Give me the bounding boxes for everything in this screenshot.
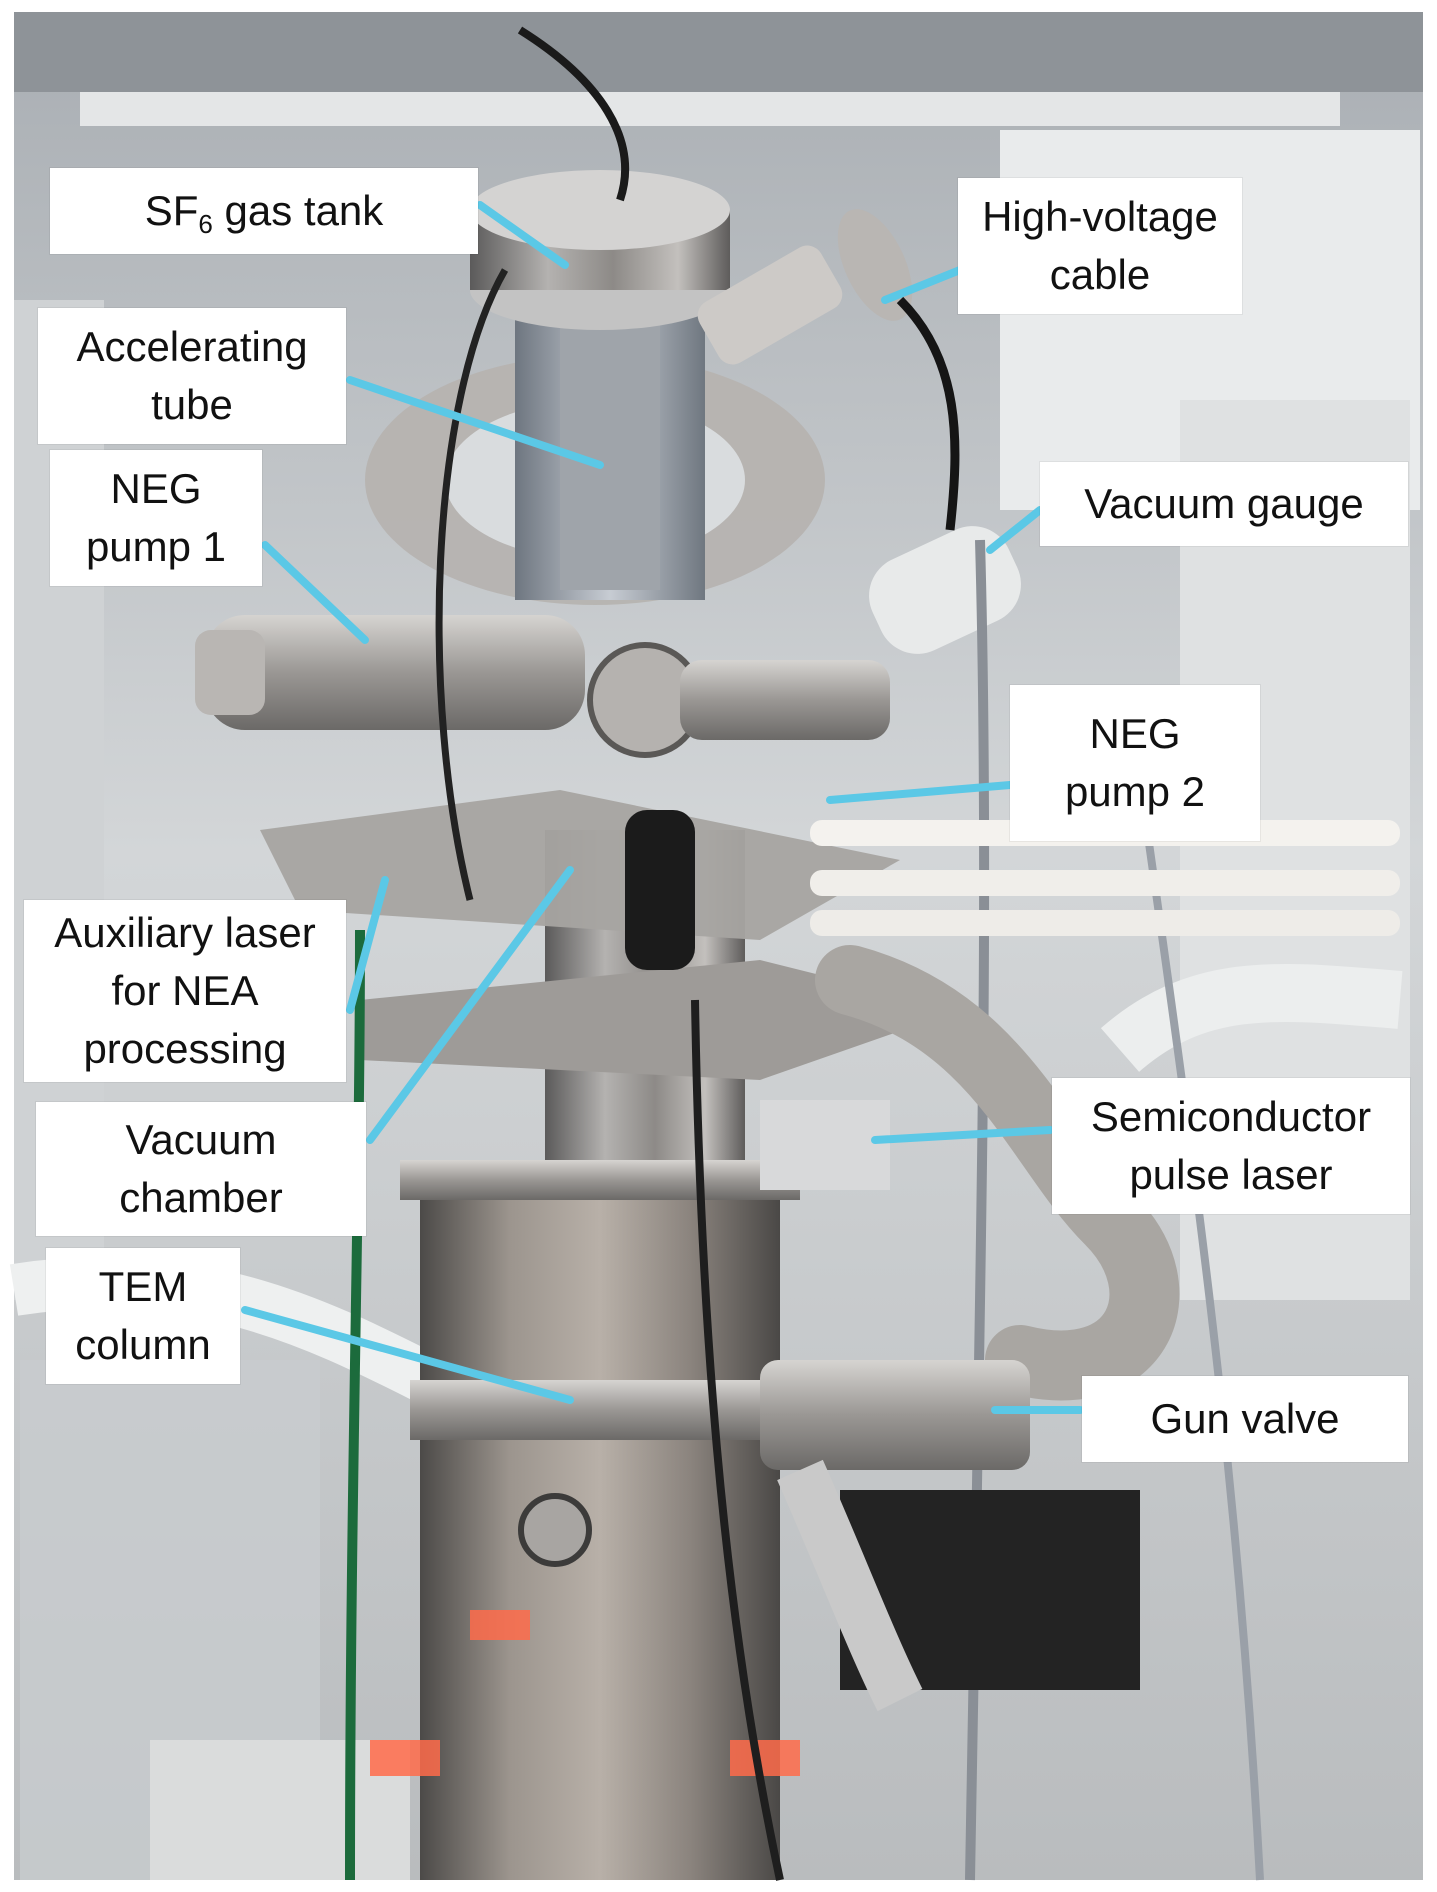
leader-vac [366,866,574,1144]
label-semiconductor-pulse-laser: Semiconductor pulse laser [1052,1078,1410,1214]
semi-line2: pulse laser [1129,1151,1333,1198]
aux-line3: processing [83,1025,287,1072]
neg2-line2: pump 2 [1064,768,1206,815]
aux-line1: Auxiliary laser [54,909,316,956]
gun-line1: Gun valve [1150,1395,1340,1442]
label-auxiliary-laser: Auxiliary laser for NEA processing [24,900,346,1082]
tem-line2: column [75,1321,211,1368]
label-neg-pump-2: NEG pump 2 [1010,685,1260,841]
sf6-suffix: gas tank [212,187,384,234]
aux-line2: for NEA [111,967,259,1014]
label-accelerating-tube: Accelerating tube [38,308,346,444]
leader-sf6 [476,201,569,269]
accel-line1: Accelerating [76,323,308,370]
sf6-subscript: 6 [198,209,213,239]
vac-line1: Vacuum [125,1116,277,1163]
label-vacuum-gauge: Vacuum gauge [1040,462,1408,546]
semi-line1: Semiconductor [1090,1093,1372,1140]
neg2-line1: NEG [1089,710,1181,757]
leader-aux [346,876,389,1014]
hv-line1: High-voltage [982,193,1218,240]
gauge-line1: Vacuum gauge [1084,480,1364,527]
leader-tem [241,1306,574,1404]
leader-lines [241,201,1084,1414]
tem-line1: TEM [98,1263,188,1310]
label-neg-pump-1: NEG pump 1 [50,450,262,586]
leader-accel [346,376,604,469]
label-sf6-gas-tank: SF6 gas tank [50,168,478,254]
label-vacuum-chamber: Vacuum chamber [36,1102,366,1236]
leader-neg2 [826,781,1014,804]
vac-line2: chamber [119,1174,283,1221]
leader-neg1 [261,541,369,644]
sf6-prefix: SF [144,187,199,234]
leader-gauge [986,506,1044,554]
neg1-line2: pump 1 [85,523,227,570]
leader-hv [881,266,964,304]
hv-line2: cable [1049,251,1151,298]
leader-semi [871,1126,1054,1144]
accel-line2: tube [151,381,233,428]
neg1-line1: NEG [110,465,202,512]
label-tem-column: TEM column [46,1248,240,1384]
label-gun-valve: Gun valve [1082,1376,1408,1462]
label-high-voltage-cable: High-voltage cable [958,178,1242,314]
